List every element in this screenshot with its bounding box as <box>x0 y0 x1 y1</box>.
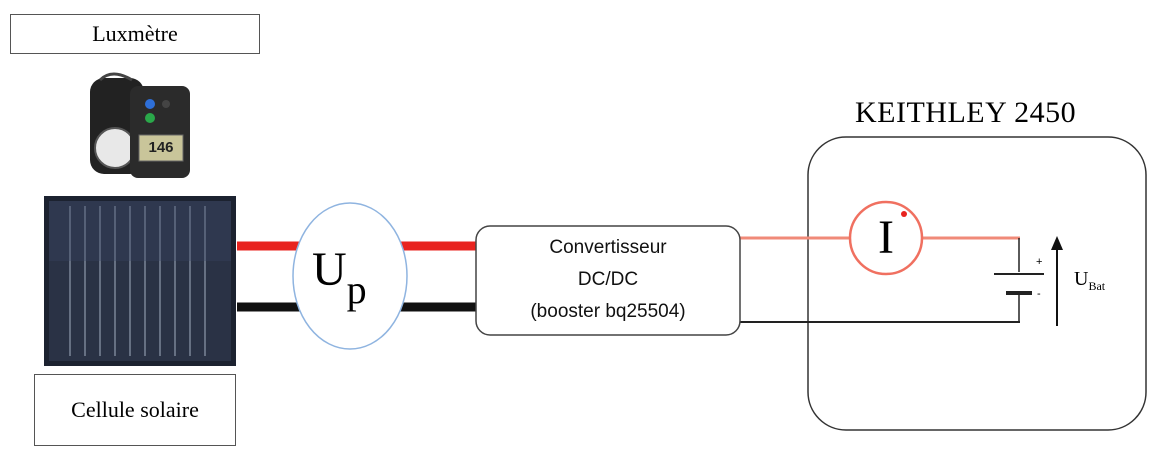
luxmeter-device-icon <box>90 72 190 178</box>
battery-voltage-label-main: U <box>1074 268 1089 290</box>
luxmeter-label: Luxmètre <box>92 21 178 46</box>
voltmeter-label: Up <box>312 240 392 320</box>
luxmeter-label-box: Luxmètre <box>10 14 260 54</box>
keithley-title: KEITHLEY 2450 <box>855 96 1125 136</box>
ammeter-circle <box>848 200 924 276</box>
converter-line-3: (booster bq25504) <box>530 301 686 322</box>
solar-cell-panel <box>44 196 236 366</box>
solar-cell-label-box: Cellule solaire <box>34 374 236 446</box>
converter-text: Convertisseur DC/DC (booster bq25504) <box>478 232 738 332</box>
keithley-instrument-box <box>807 136 1147 431</box>
luxmeter-display-value: 146 <box>148 139 174 156</box>
dc-dc-converter-box <box>475 225 741 336</box>
voltmeter-label-main: U <box>312 243 347 296</box>
battery-plus-mark: + <box>1036 256 1043 268</box>
battery-voltage-arrow-head <box>1051 236 1063 250</box>
ammeter-label: I <box>878 211 894 264</box>
ammeter-dot <box>901 211 907 217</box>
battery-voltage-label-sub: Bat <box>1088 279 1106 293</box>
keithley-title-text: KEITHLEY 2450 <box>855 96 1077 129</box>
battery-minus-mark: - <box>1037 288 1041 300</box>
solar-cell-label: Cellule solaire <box>71 397 199 422</box>
converter-line-1: Convertisseur <box>549 237 667 258</box>
battery-voltage-label: UBat <box>1074 266 1134 296</box>
voltmeter-circle <box>292 202 408 350</box>
voltmeter-label-sub: p <box>346 267 367 312</box>
converter-line-2: DC/DC <box>577 269 639 290</box>
